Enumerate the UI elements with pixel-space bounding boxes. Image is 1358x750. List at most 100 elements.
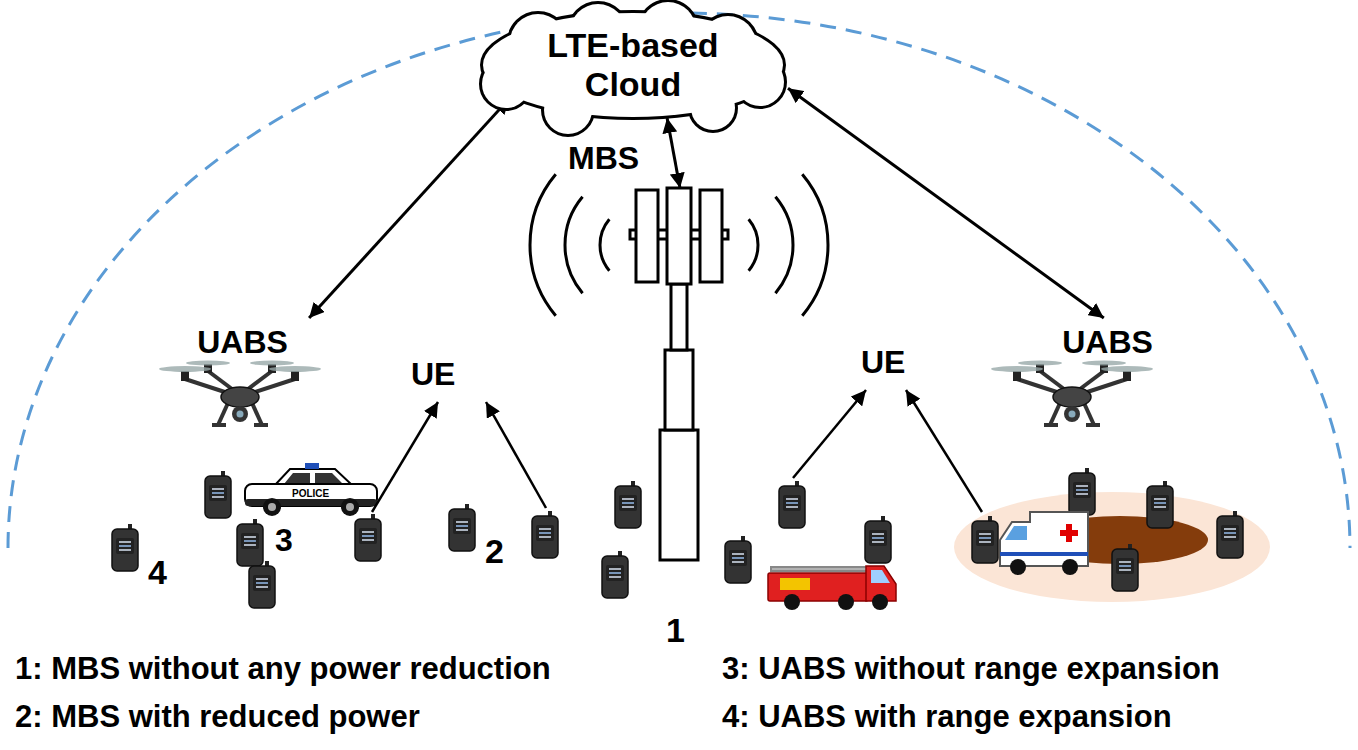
radio-handsets-part <box>112 524 138 571</box>
fire-truck-part <box>780 578 810 590</box>
radio-handsets-part <box>1112 544 1138 591</box>
radio-handsets-part <box>865 516 891 563</box>
drone-right-part-part <box>1082 361 1126 366</box>
legend-note-holder: 1: MBS without any power reduction <box>15 652 551 686</box>
drone-right-part <box>1017 371 1127 425</box>
ue-leader-arrows-part <box>793 390 866 478</box>
node-text: MBS <box>568 142 639 174</box>
radio-handsets <box>112 468 1243 608</box>
ue-leader-arrows-part <box>906 390 982 512</box>
drone-right-part <box>1069 411 1076 418</box>
radio-waves-part <box>565 197 583 293</box>
region-ellipse-part <box>92 496 405 600</box>
ue-label-box: UE <box>405 354 461 395</box>
legend-note: 2: MBS with reduced power <box>15 700 420 734</box>
vehicle-marking-holder: POLICE <box>292 488 329 499</box>
police-car-part <box>263 498 281 516</box>
radio-handsets-part <box>1147 481 1173 528</box>
base-station-tower <box>630 188 728 560</box>
drone-left-part-part <box>252 403 262 425</box>
mbs-reduced-power-region: 2 <box>413 500 940 598</box>
cloud-outline-part <box>691 86 735 130</box>
radio-handsets-part <box>602 551 628 598</box>
node-text: UE <box>861 344 905 381</box>
fire-truck-part <box>784 594 800 610</box>
fire-truck-part <box>872 594 888 610</box>
drone-left-part-part <box>212 423 226 427</box>
drone-left-part-part <box>186 361 230 366</box>
drone-left-part-part <box>250 361 294 366</box>
radio-handsets-part <box>972 516 998 563</box>
uabs-core-region: 3 <box>157 518 335 566</box>
cloud-outline-part <box>544 86 592 134</box>
radio-handsets-part <box>1217 511 1243 558</box>
region-ellipse-part <box>157 518 335 566</box>
police-car <box>245 463 377 516</box>
drone-left-part <box>221 387 259 407</box>
ambulance-part <box>1010 559 1026 575</box>
base-station-tower-part <box>665 350 693 430</box>
mbs-full-power-region: 1243 <box>5 475 1353 635</box>
radio-waves-part <box>600 219 609 270</box>
drone-left-part <box>185 371 295 425</box>
region-ellipse-part <box>8 478 1350 632</box>
legend-note: 1: MBS without any power reduction <box>15 652 551 686</box>
cloud-outline-part <box>483 13 783 117</box>
fire-truck-part <box>838 594 854 610</box>
node-text: 1 <box>662 613 689 647</box>
uabs-node: UABS <box>150 318 335 428</box>
node-text: UE <box>411 356 455 393</box>
base-station-tower-part <box>700 190 722 282</box>
ambulance-part <box>1000 552 1088 556</box>
drone-right-part-part <box>991 366 1043 372</box>
ambulance <box>1000 512 1088 575</box>
uabs-region-right <box>954 492 1270 602</box>
cloud-outline-part <box>736 58 784 106</box>
node-text: UABS <box>150 324 335 361</box>
police-car-part <box>275 469 352 485</box>
radio-handsets-part <box>205 471 231 518</box>
drone-left-part <box>237 411 244 418</box>
radio-waves-part <box>802 174 828 315</box>
drone-right-part <box>1053 387 1091 407</box>
radio-waves-part <box>530 174 556 315</box>
police-car-part <box>341 498 359 516</box>
ambulance-part <box>1066 524 1072 542</box>
fire-truck-part <box>770 566 868 572</box>
radio-handsets-part <box>615 481 641 528</box>
vehicle-marking: POLICE <box>292 488 329 499</box>
ambulance-part <box>1005 526 1027 540</box>
cloud-outline-part <box>544 86 592 134</box>
fire-truck <box>768 566 896 610</box>
drone-left-part-part <box>254 423 268 427</box>
base-station-tower-part <box>671 284 687 350</box>
backhaul-arrow <box>667 118 680 188</box>
drone-right-part-part <box>1084 403 1094 425</box>
drone-right-part-part <box>1050 403 1060 425</box>
drone-right <box>991 361 1153 426</box>
ambulance-part <box>1062 559 1078 575</box>
drone-right-part-part <box>1018 361 1062 366</box>
uabs-node: UABS <box>1015 318 1200 428</box>
ue-leader-arrows <box>372 390 982 512</box>
drone-left-part-part <box>159 366 211 372</box>
radio-handsets-part <box>237 519 263 566</box>
uabs-range-expansion-region: 43 <box>92 496 405 600</box>
ue-leader-arrows-part <box>372 402 438 512</box>
cloud-outline-part <box>482 60 530 108</box>
drone-left-part-part <box>269 366 321 372</box>
radio-waves <box>530 174 828 315</box>
node-text: LTE-based Cloud <box>533 26 733 104</box>
uabs-region-right-part <box>954 492 1270 602</box>
radio-handsets-part <box>355 514 381 561</box>
node-text: 4 <box>148 555 167 589</box>
drone-right-part-part <box>1044 423 1058 427</box>
drone-left-part-part <box>218 403 228 425</box>
backhaul-arrow <box>309 99 509 318</box>
base-station-tower-part <box>667 188 691 284</box>
radio-handsets-part <box>249 561 275 608</box>
radio-waves-part <box>775 197 793 293</box>
ue-label-box: UE <box>855 342 911 383</box>
legend-note-holder: 4: UABS with range expansion <box>722 700 1172 734</box>
drone-left-part <box>159 361 321 373</box>
